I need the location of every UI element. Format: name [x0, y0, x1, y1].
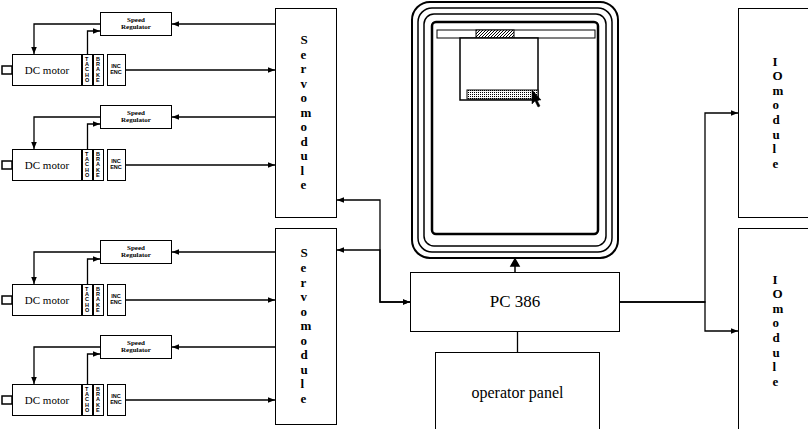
- connector: [88, 354, 101, 384]
- node-label: TACHO: [84, 152, 91, 178]
- dc-motor-box: DC motor: [12, 384, 82, 416]
- brake-box: BRAKE: [93, 284, 104, 316]
- connector: [172, 346, 275, 347]
- node-label: TACHO: [84, 287, 91, 313]
- connector: [337, 250, 410, 302]
- node-label: BRAKE: [95, 387, 102, 413]
- connector: [34, 24, 100, 54]
- node-label: INC ENC: [109, 394, 123, 406]
- connector: [34, 347, 100, 384]
- mouse-cursor: [532, 90, 541, 107]
- node-label: BRAKE: [95, 152, 102, 178]
- dc-motor-box: DC motor: [12, 149, 82, 181]
- tacho-box: TACHO: [82, 384, 93, 416]
- monitor-bezel: [418, 8, 612, 252]
- speed-regulator-box: Speed Regulator: [100, 105, 172, 129]
- io-module-box: IO module: [738, 228, 808, 429]
- connector: [88, 31, 101, 54]
- connector: [126, 399, 276, 400]
- node-label: Servo module: [297, 33, 315, 193]
- connector: [172, 251, 275, 252]
- node-label: BRAKE: [95, 287, 102, 313]
- brake-box: BRAKE: [93, 384, 104, 416]
- brake-box: BRAKE: [93, 149, 104, 181]
- node-label: BRAKE: [95, 57, 102, 83]
- motor-shaft: [2, 161, 12, 169]
- monitor-screen: [432, 22, 598, 234]
- connector: [620, 302, 738, 331]
- brake-box: BRAKE: [93, 54, 104, 86]
- motor-shaft: [2, 396, 12, 404]
- connector: [126, 69, 276, 70]
- menu-bar: [437, 30, 595, 38]
- connector: [34, 117, 100, 149]
- motor-shafts: [2, 66, 12, 404]
- selected-item: [467, 90, 538, 99]
- pc-to-monitor-link: [511, 259, 519, 272]
- monitor-illustration: [412, 2, 618, 258]
- speed-regulator-box: Speed Regulator: [100, 12, 172, 36]
- connector: [517, 332, 518, 352]
- node-label: DC motor: [25, 159, 69, 171]
- tacho-box: TACHO: [82, 149, 93, 181]
- node-label: Speed Regulator: [114, 17, 158, 32]
- menu-highlight: [476, 30, 514, 38]
- connector: [88, 259, 101, 284]
- arrow-head: [511, 259, 519, 266]
- node-label: INC ENC: [109, 294, 123, 306]
- dc-motor-box: DC motor: [12, 54, 82, 86]
- connector: [126, 299, 276, 300]
- motor-shaft: [2, 296, 12, 304]
- connector: [172, 116, 275, 117]
- encoder-box: INC ENC: [107, 54, 126, 86]
- node-label: DC motor: [25, 64, 69, 76]
- motor-shaft: [2, 66, 12, 74]
- operator-panel-box: operator panel: [435, 352, 600, 429]
- monitor-bezel: [412, 2, 618, 258]
- tacho-box: TACHO: [82, 284, 93, 316]
- node-label: PC 386: [490, 292, 541, 312]
- tacho-box: TACHO: [82, 54, 93, 86]
- encoder-box: INC ENC: [107, 384, 126, 416]
- connector: [172, 23, 275, 24]
- node-label: Speed Regulator: [114, 245, 158, 260]
- node-label: IO module: [769, 273, 787, 389]
- servo-module-box: Servo module: [275, 8, 337, 218]
- node-label: DC motor: [25, 294, 69, 306]
- node-label: INC ENC: [109, 64, 123, 76]
- node-label: operator panel: [472, 384, 564, 402]
- node-label: Speed Regulator: [114, 110, 158, 125]
- node-label: TACHO: [84, 57, 91, 83]
- connector: [126, 164, 276, 165]
- connector: [620, 113, 738, 302]
- node-label: Speed Regulator: [114, 340, 158, 355]
- servo-module-box: Servo module: [275, 228, 337, 425]
- node-label: IO module: [769, 55, 787, 171]
- encoder-box: INC ENC: [107, 149, 126, 181]
- dropdown-window: [460, 38, 538, 100]
- monitor-bezel: [424, 14, 606, 246]
- connector: [34, 252, 100, 284]
- node-label: Servo module: [297, 246, 315, 406]
- speed-regulator-box: Speed Regulator: [100, 240, 172, 264]
- computer-box: PC 386: [410, 272, 620, 332]
- encoder-box: INC ENC: [107, 284, 126, 316]
- dc-motor-box: DC motor: [12, 284, 82, 316]
- speed-regulator-box: Speed Regulator: [100, 335, 172, 359]
- node-label: INC ENC: [109, 159, 123, 171]
- node-label: DC motor: [25, 394, 69, 406]
- io-module-box: IO module: [738, 8, 808, 218]
- connector: [337, 200, 410, 302]
- node-label: TACHO: [84, 387, 91, 413]
- connector: [88, 124, 101, 149]
